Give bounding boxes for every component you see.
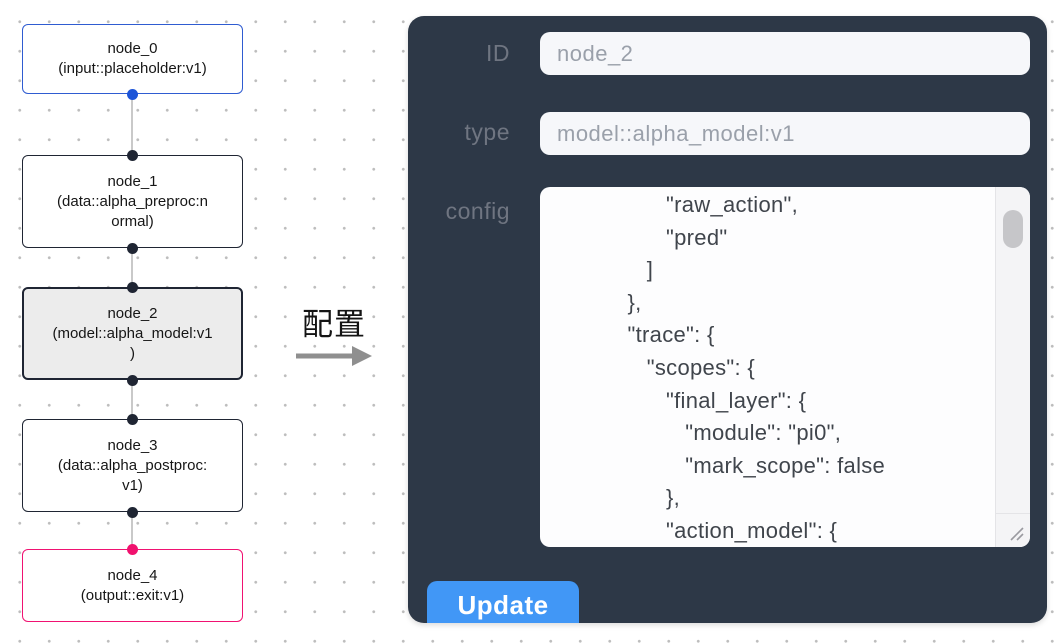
node-2-source-handle[interactable] — [126, 374, 138, 386]
node-0[interactable]: node_0 (input::placeholder:v1) — [22, 24, 243, 94]
update-button[interactable]: Update — [427, 581, 579, 623]
id-field-label: ID — [486, 40, 510, 66]
node-0-subtitle: (input::placeholder:v1) — [58, 60, 207, 77]
node-2-target-handle[interactable] — [126, 281, 138, 293]
scrollbar-track[interactable] — [995, 187, 1030, 547]
edge-node0-node1 — [131, 94, 133, 155]
node-4-title: node_4 — [107, 566, 158, 584]
node-4-subtitle: (output::exit:v1) — [80, 586, 185, 604]
node-3-title: node_3 — [107, 436, 158, 454]
node-3[interactable]: node_3 (data::alpha_postproc: v1) — [22, 419, 243, 512]
node-1-target-handle[interactable] — [126, 149, 138, 161]
scrollbar-thumb[interactable] — [1003, 210, 1023, 248]
type-field-label: type — [464, 119, 510, 145]
configure-arrow-label: 配置 — [302, 307, 366, 342]
node-2-title: node_2 — [107, 304, 158, 322]
node-0-source-handle[interactable] — [126, 88, 138, 100]
config-textarea[interactable]: "raw_action", "pred" ] }, "trace": { "sc… — [540, 187, 1030, 547]
node-3-subtitle: (data::alpha_postproc: v1) — [57, 456, 208, 494]
edge-node1-node2 — [131, 248, 133, 287]
config-field-label: config — [445, 198, 510, 224]
node-0-title: node_0 — [107, 40, 158, 57]
node-4-target-handle[interactable] — [126, 543, 138, 555]
resize-handle-icon[interactable] — [995, 513, 1030, 547]
node-1[interactable]: node_1 (data::alpha_preproc:n ormal) — [22, 155, 243, 248]
node-1-subtitle: (data::alpha_preproc:n ormal) — [57, 192, 208, 230]
node-2[interactable]: node_2 (model::alpha_model:v1 ) — [22, 287, 243, 380]
node-2-subtitle: (model::alpha_model:v1 ) — [52, 324, 213, 362]
node-1-source-handle[interactable] — [126, 242, 138, 254]
node-3-source-handle[interactable] — [126, 506, 138, 518]
node-4[interactable]: node_4 (output::exit:v1) — [22, 549, 243, 622]
type-input[interactable] — [540, 112, 1030, 155]
node-1-title: node_1 — [107, 172, 158, 190]
arrow-right-icon — [296, 344, 372, 373]
config-panel: ID type config "raw_action", "pred" ] },… — [408, 16, 1047, 623]
edge-node2-node3 — [131, 380, 133, 419]
node-3-target-handle[interactable] — [126, 413, 138, 425]
config-json-text: "raw_action", "pred" ] }, "trace": { "sc… — [627, 192, 886, 543]
edge-node3-node4 — [131, 512, 133, 549]
id-input[interactable] — [540, 32, 1030, 75]
